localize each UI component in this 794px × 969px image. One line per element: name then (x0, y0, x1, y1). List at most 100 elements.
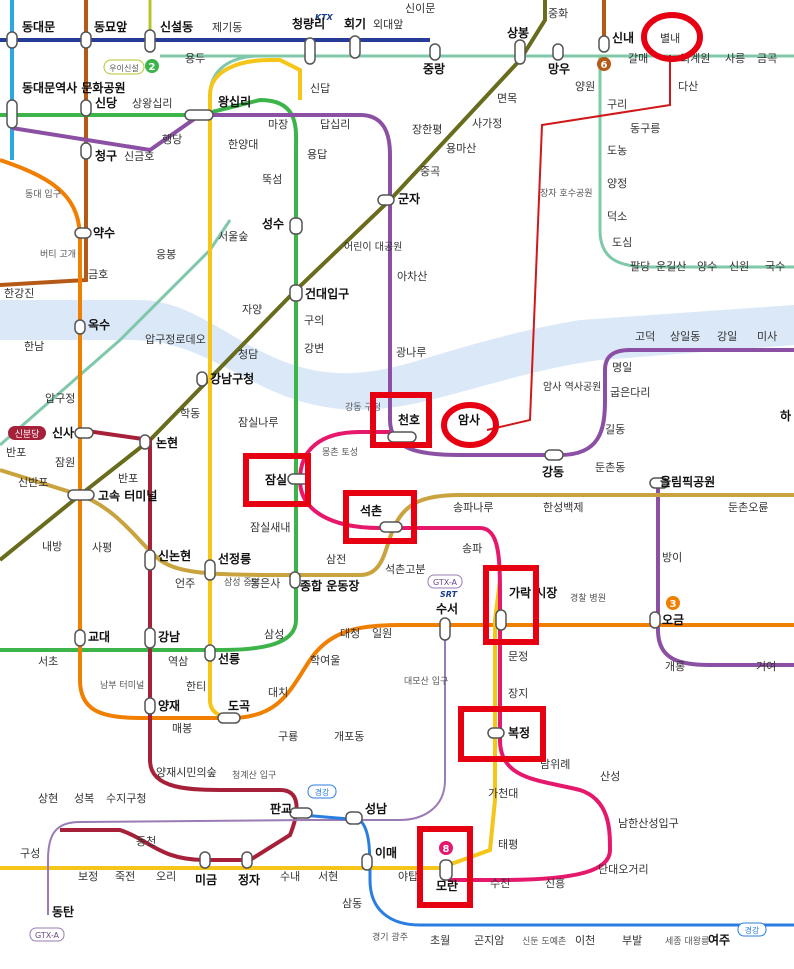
station-label: 중곡 (420, 165, 440, 178)
station-label: 압구정로데오 (145, 333, 206, 346)
station-marker[interactable] (74, 227, 92, 239)
station-marker[interactable] (487, 727, 505, 739)
station-marker[interactable] (387, 431, 417, 443)
station-marker[interactable] (304, 37, 316, 65)
station-marker[interactable] (74, 427, 94, 439)
station-label: 선릉 (218, 651, 240, 666)
station-marker[interactable] (144, 697, 156, 715)
station-label: 산성 (600, 770, 620, 783)
station-marker[interactable] (74, 629, 86, 647)
station-marker[interactable] (514, 39, 526, 65)
station-marker[interactable] (289, 807, 313, 819)
station-label: 마장 (268, 118, 288, 131)
station-label: 팔당 (630, 260, 650, 273)
station-marker[interactable] (74, 319, 86, 335)
highlight-cheonho (370, 392, 432, 448)
station-label: 수지구청 (106, 792, 146, 805)
gyeonggang-line (301, 813, 794, 927)
station-label: 장한평 (412, 123, 442, 136)
station-marker[interactable] (439, 617, 451, 641)
station-label: 신설동 (160, 19, 193, 34)
station-label: 하 (780, 408, 791, 423)
station-marker[interactable] (6, 31, 18, 49)
station-label: 선정릉 (218, 551, 251, 566)
station-label: 매봉 (172, 722, 192, 735)
station-label: 구룡 (278, 730, 298, 743)
station-label: 광나루 (396, 346, 426, 359)
station-marker[interactable] (649, 477, 669, 489)
station-label: 송파 (462, 542, 482, 555)
station-label: 굽은다리 (610, 386, 650, 399)
station-marker[interactable] (495, 609, 507, 631)
line-6 (0, 0, 88, 287)
station-label: 수내 (280, 870, 300, 883)
station-label: 천호 (398, 412, 420, 427)
station-label: 미사 (757, 330, 777, 343)
station-marker[interactable] (241, 851, 253, 869)
station-marker[interactable] (80, 31, 92, 49)
station-label: 국수 (765, 260, 785, 273)
highlight-moran (417, 826, 473, 908)
station-label: 남부 터미널 (100, 680, 144, 691)
line2-badge: 2 (149, 62, 156, 73)
station-marker[interactable] (144, 29, 156, 53)
station-label: 석촌고분 (385, 563, 425, 576)
station-label: 자양 (242, 303, 262, 316)
station-label: 삼성 (264, 628, 284, 641)
station-marker[interactable] (199, 851, 211, 869)
station-marker[interactable] (544, 449, 564, 461)
station-marker[interactable] (345, 811, 363, 825)
line-badges: 우이신설 2 6 3 8 신분당 경강 경강 GTX-A GTX-A KTX S… (8, 13, 767, 942)
station-marker[interactable] (139, 434, 151, 450)
station-marker[interactable] (349, 35, 361, 59)
gyeonggang-badge-bottom: 경강 (745, 925, 760, 935)
station-marker[interactable] (598, 35, 610, 53)
station-marker[interactable] (429, 43, 441, 61)
station-marker[interactable] (289, 284, 303, 302)
station-label: 한성백제 (543, 501, 583, 514)
station-label: 판교 (270, 801, 292, 816)
station-label: 양원 (575, 80, 595, 93)
line-7 (0, 0, 547, 562)
station-marker[interactable] (80, 99, 92, 117)
station-marker[interactable] (80, 142, 92, 160)
station-marker[interactable] (649, 611, 661, 629)
station-marker[interactable] (144, 627, 156, 649)
station-label: 청구 (95, 148, 117, 163)
station-label: 중랑 (423, 62, 445, 76)
station-labels: 동대문 동묘앞 신설동 제기동 청량리 회기 외대앞 신이문 상봉 중화 신내 … (4, 2, 791, 947)
station-label: 금호 (88, 268, 108, 281)
station-label: 종합 운동장 (300, 578, 359, 593)
station-label: 신당 (95, 95, 117, 110)
station-label: 미금 (195, 872, 217, 887)
station-marker[interactable] (377, 194, 395, 206)
station-label: 아차산 (397, 270, 427, 283)
station-marker[interactable] (217, 712, 241, 724)
station-label: 사평 (92, 541, 112, 554)
station-label: 이천 (575, 933, 595, 947)
station-label: 동탄 (52, 904, 74, 919)
station-marker[interactable] (184, 109, 214, 121)
gtx-a-line (47, 635, 446, 915)
station-marker[interactable] (144, 549, 156, 571)
station-marker[interactable] (196, 371, 208, 387)
station-marker[interactable] (379, 521, 403, 533)
station-marker[interactable] (552, 43, 564, 61)
gtxa-badge-top: GTX-A (433, 578, 458, 587)
station-marker[interactable] (361, 853, 373, 871)
station-marker[interactable] (439, 859, 453, 881)
station-marker[interactable] (204, 559, 216, 581)
station-marker[interactable] (289, 571, 301, 589)
highlight-garak (483, 565, 539, 645)
line8-badge: 8 (443, 844, 450, 855)
station-marker[interactable] (67, 489, 95, 501)
station-marker[interactable] (289, 217, 303, 235)
station-label: 성수 (262, 217, 284, 231)
station-label: 외대앞 (373, 18, 403, 31)
station-marker[interactable] (204, 644, 216, 662)
station-label: 둔촌동 (595, 461, 625, 474)
station-label: 군자 (398, 191, 420, 206)
station-label: 보정 (78, 870, 98, 883)
station-marker[interactable] (6, 99, 18, 129)
station-label: 용마산 (446, 142, 476, 155)
